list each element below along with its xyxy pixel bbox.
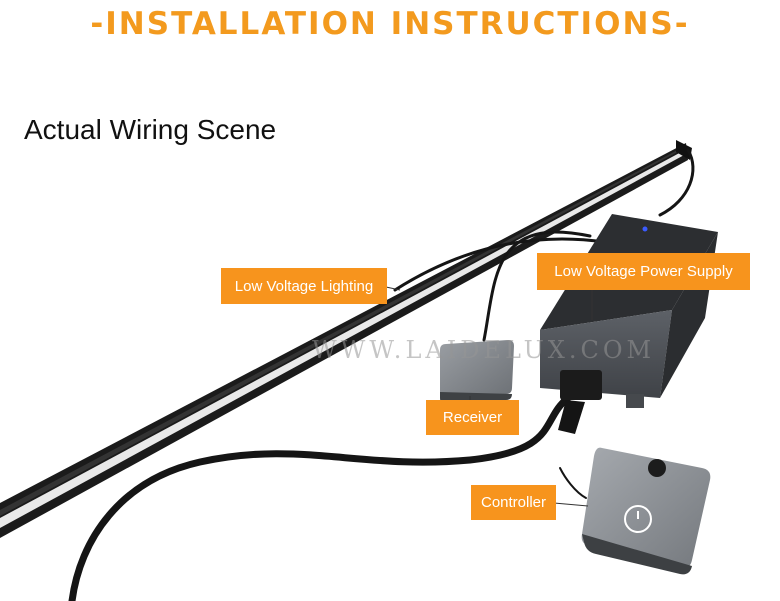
controller-device (581, 447, 711, 575)
page-title: -INSTALLATION INSTRUCTIONS- (90, 6, 690, 42)
label-low-voltage-lighting: Low Voltage Lighting (221, 268, 387, 304)
cables (68, 148, 695, 601)
label-controller: Controller (471, 485, 556, 520)
label-receiver: Receiver (426, 400, 519, 435)
label-low-voltage-power-supply: Low Voltage Power Supply (537, 253, 750, 290)
scene-subtitle: Actual Wiring Scene (24, 114, 277, 145)
power-supply-device (540, 214, 718, 434)
watermark-text: WWW.LAIDELUX.COM (312, 336, 656, 364)
